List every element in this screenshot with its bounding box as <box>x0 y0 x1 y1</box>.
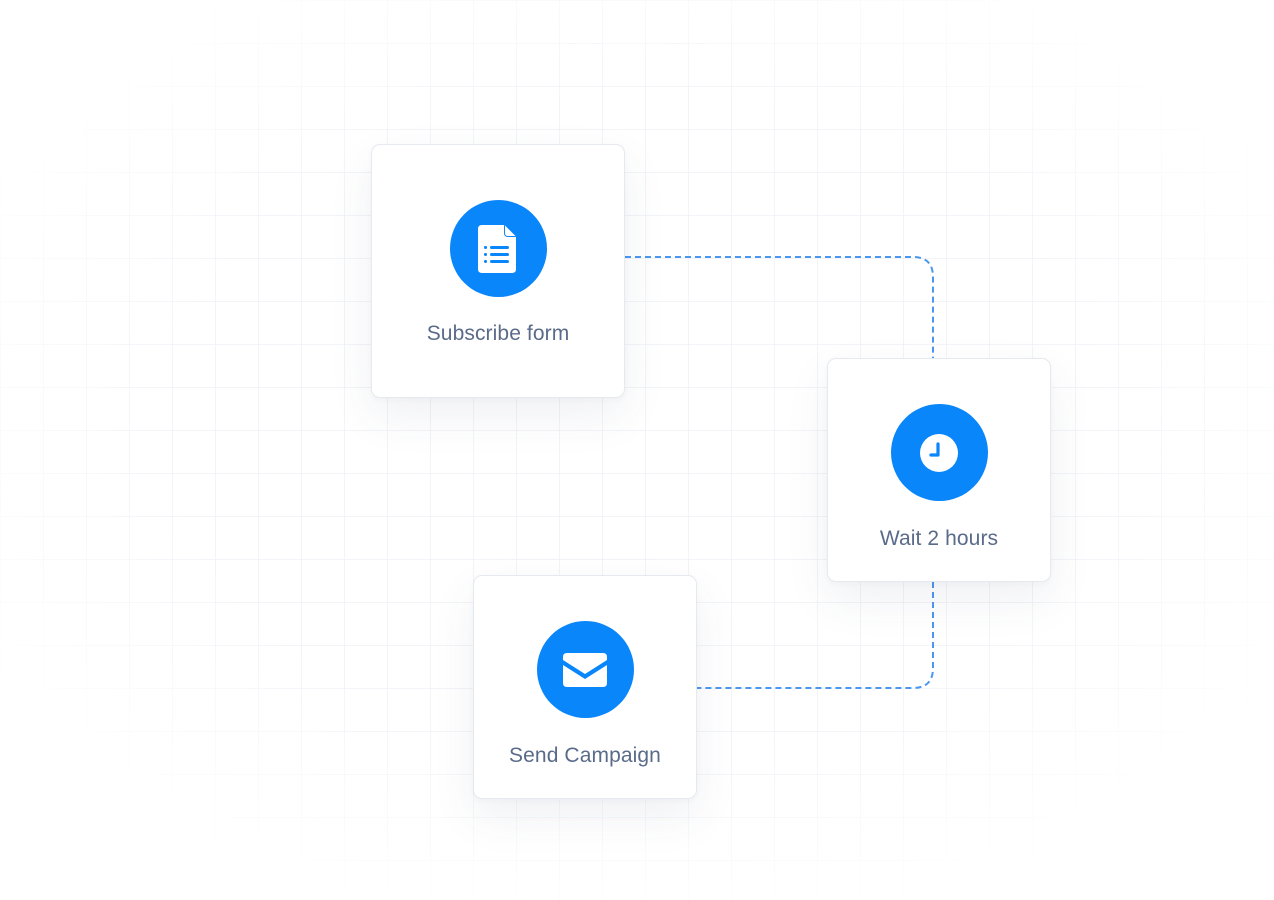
node-label: Send Campaign <box>509 744 661 767</box>
node-wait-2-hours[interactable]: Wait 2 hours <box>827 358 1051 582</box>
envelope-icon <box>536 621 634 718</box>
document-list-icon <box>449 200 547 297</box>
node-subscribe-form[interactable]: Subscribe form <box>371 144 625 398</box>
clock-icon <box>890 404 988 501</box>
node-label: Subscribe form <box>426 322 570 345</box>
node-label: Wait 2 hours <box>879 527 999 550</box>
node-send-campaign[interactable]: Send Campaign <box>473 575 697 799</box>
